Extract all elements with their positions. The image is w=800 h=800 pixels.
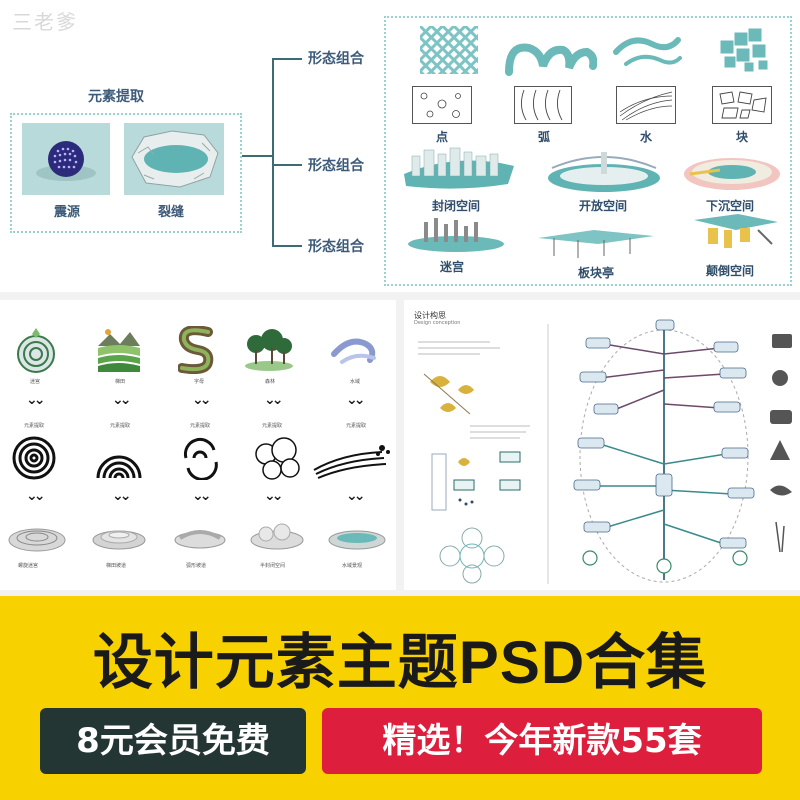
spiral-maze-render: [8, 528, 66, 552]
branch-label-3: 形态组合: [308, 239, 364, 255]
col4-mid-label: 元素提取: [262, 423, 283, 429]
terrace-ramp-render: [92, 530, 146, 550]
chevron-down-icon: ⌄⌄: [192, 488, 212, 504]
chevron-down-icon: ⌄⌄: [264, 488, 284, 504]
col5-top-label: 水域: [350, 379, 361, 385]
branch-label-2: 形态组合: [308, 158, 364, 174]
inverted-space-render: [694, 214, 778, 248]
col1-top-label: 迷宫: [30, 379, 41, 385]
space-label-pavilion: 板块亭: [578, 266, 615, 280]
epicenter-label: 震源: [54, 205, 81, 220]
col1-mid-label: 元素提取: [24, 423, 45, 429]
shape-label-water: 水: [640, 130, 653, 144]
element-extract-box: [10, 113, 242, 233]
mesh-pattern-icon: [420, 26, 478, 74]
shape-label-arc: 弧: [538, 130, 551, 144]
element-extract-title: 元素提取: [88, 89, 144, 105]
space-label-enclosed: 封闭空间: [432, 199, 481, 213]
col1-bottom-label: 螺旋迷宫: [18, 563, 39, 569]
wave-arc-icon: [505, 43, 597, 76]
crack-label: 裂缝: [158, 205, 185, 220]
col4-bottom-label: 半封闭空间: [260, 563, 286, 569]
chevron-down-icon: ⌄⌄: [264, 392, 284, 408]
space-label-sunken: 下沉空间: [706, 199, 755, 213]
maze-render: [408, 218, 504, 252]
epicenter-image: [22, 123, 110, 195]
col3-bottom-label: 弧形坡道: [186, 563, 207, 569]
tree-branch-1: [272, 58, 302, 60]
water-sketch: [616, 86, 676, 124]
space-label-maze: 迷宫: [440, 260, 465, 274]
arc-sketch: [514, 86, 572, 124]
concept-sketch: [418, 341, 530, 584]
water-landscape-render: [328, 530, 386, 550]
chevron-down-icon: ⌄⌄: [346, 488, 366, 504]
water-swirl-icon: [613, 37, 682, 66]
col2-top-label: 梯田: [115, 379, 126, 385]
plate-pavilion-render: [538, 230, 654, 258]
branch-label-1: 形态组合: [308, 51, 364, 67]
letter-s-photo: [178, 326, 214, 374]
shape-label-dot: 点: [436, 130, 449, 144]
spiral-shape: [12, 436, 56, 480]
broken-circle-shape: [183, 437, 218, 480]
semi-enclosed-render: [250, 523, 304, 550]
space-label-inverted: 颠倒空间: [706, 264, 755, 278]
tree-branch-3: [272, 245, 302, 247]
design-concept-subtitle: Design conception: [414, 320, 461, 326]
terraces-photo: [98, 329, 140, 372]
dots-sketch: [412, 86, 472, 124]
top-panel: 三老爹 元素提取 震源 裂缝 形态组合 形态组合 形态组合: [0, 0, 800, 292]
enclosed-space-render: [404, 147, 514, 189]
blocks-icon: [719, 27, 769, 73]
arc-ramp-render: [174, 530, 226, 549]
chevron-down-icon: ⌄⌄: [192, 392, 212, 408]
chevron-down-icon: ⌄⌄: [26, 488, 46, 504]
chevron-down-icon: ⌄⌄: [346, 392, 366, 408]
mind-map-diagram: [547, 319, 792, 584]
forest-photo: [245, 329, 293, 371]
col3-top-label: 字母: [194, 379, 205, 385]
member-free-badge[interactable]: 8元会员免费: [40, 708, 306, 774]
chevron-down-icon: ⌄⌄: [112, 488, 132, 504]
space-label-open: 开放空间: [579, 199, 628, 213]
shape-label-block: 块: [736, 130, 749, 144]
maze-photo: [17, 328, 55, 373]
design-concept-panel: 设计构思 Design conception: [404, 300, 800, 590]
open-space-render: [548, 152, 660, 192]
banner-title: 设计元素主题PSD合集: [92, 629, 708, 696]
watermark: 三老爹: [12, 10, 78, 34]
arcs-shape: [96, 455, 142, 479]
col4-top-label: 森林: [265, 379, 276, 385]
flowing-lines-shape: [313, 445, 390, 479]
blocks-sketch: [712, 86, 772, 124]
col5-bottom-label: 水域景观: [342, 563, 363, 569]
chevron-down-icon: ⌄⌄: [112, 392, 132, 408]
element-extraction-panel: 迷宫 梯田 字母 森林 水域 ⌄⌄ ⌄⌄ ⌄⌄ ⌄⌄ ⌄⌄ 元素提取 元素提取 …: [0, 300, 396, 590]
design-concept-title: 设计构思: [414, 311, 446, 320]
col2-bottom-label: 梯田坡道: [106, 563, 127, 569]
form-combination-box: [384, 16, 792, 286]
col3-mid-label: 元素提取: [190, 423, 211, 429]
sunken-space-render: [684, 158, 780, 190]
chevron-down-icon: ⌄⌄: [26, 392, 46, 408]
tree-trunk: [272, 58, 274, 246]
featured-new-badge[interactable]: 精选！今年新款55套: [322, 708, 762, 774]
tree-connector: [242, 155, 272, 157]
circles-cluster-shape: [255, 437, 300, 480]
col5-mid-label: 元素提取: [346, 423, 367, 429]
tree-branch-2: [272, 164, 302, 166]
crack-image: [124, 123, 224, 195]
water-photo: [331, 338, 376, 364]
col2-mid-label: 元素提取: [110, 423, 131, 429]
